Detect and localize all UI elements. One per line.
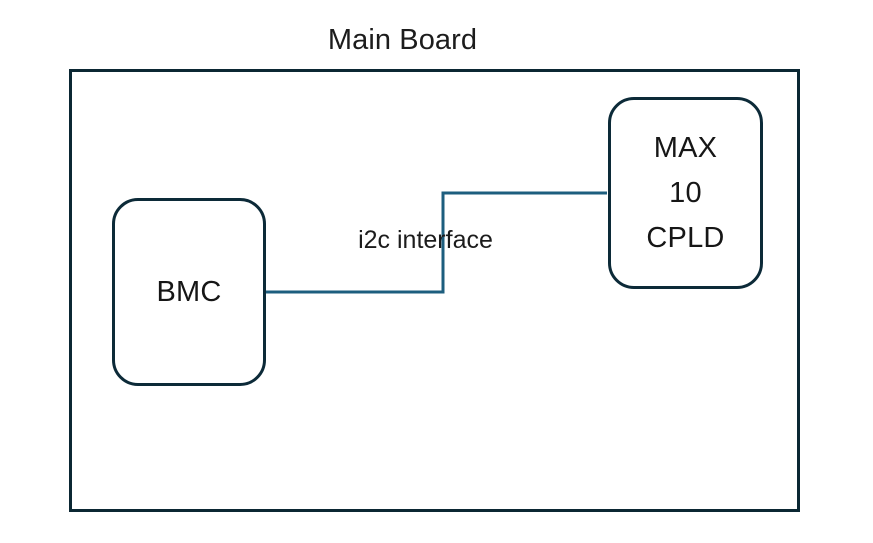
block-max10-cpld-label: MAX 10 CPLD bbox=[646, 131, 725, 254]
connector-label-i2c-interface: i2c interface bbox=[358, 226, 493, 254]
block-max10-cpld[interactable]: MAX 10 CPLD bbox=[608, 97, 763, 289]
main-board-boundary bbox=[69, 69, 800, 512]
block-bmc-label: BMC bbox=[156, 275, 222, 308]
page-title: Main Board bbox=[327, 24, 478, 56]
block-bmc[interactable]: BMC bbox=[112, 198, 266, 386]
